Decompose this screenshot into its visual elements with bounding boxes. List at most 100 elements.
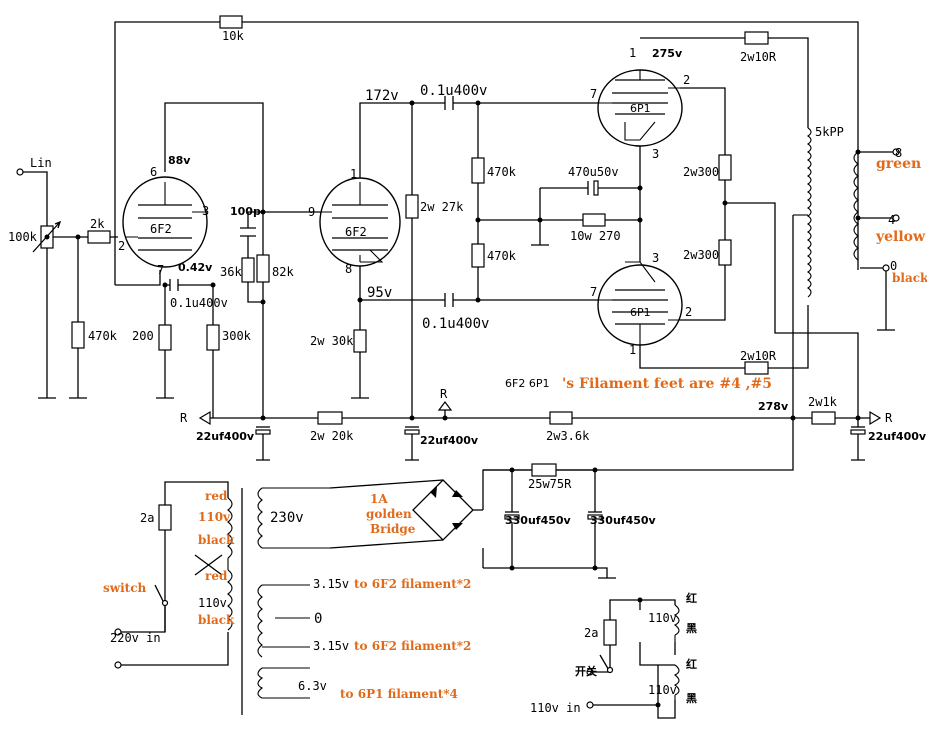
label-c-top: 0.1u400v (420, 83, 487, 99)
label-110v-1: 110v (198, 510, 231, 524)
label-c-100p: 100p (230, 205, 261, 218)
label-r-right: R (885, 411, 893, 425)
label-v3-name: 6P1 (630, 102, 651, 115)
label-3-15v-a: 3.15v (313, 577, 349, 591)
label-v4-pin3: 3 (652, 251, 659, 265)
label-v3-pin3: 3 (652, 147, 659, 161)
label-r-300k: 300k (222, 329, 252, 343)
label-c-bot: 0.1u400v (422, 316, 489, 332)
capacitors (169, 96, 866, 520)
label-filament-note: 's Filament feet are #4 ,#5 (562, 376, 772, 392)
label-v2-pin8: 8 (345, 262, 352, 276)
label-r-25w75: 25w75R (528, 477, 572, 491)
label-r-in: 2k (90, 217, 105, 231)
label-out-yellow: yellow (875, 229, 926, 245)
label-cn-black-2: 黑 (686, 692, 697, 705)
label-fil-b: to 6F2 filament*2 (354, 639, 471, 653)
label-fuse-220: 2a (140, 511, 154, 525)
label-mains-110: 110v in (530, 701, 581, 715)
label-v4-pin1: 1 (629, 343, 636, 357)
label-pot: 100k (8, 230, 38, 244)
label-v3-275v: 275v (652, 47, 683, 60)
ground-symbols (38, 244, 895, 579)
label-black-2: black (198, 613, 235, 627)
tube-v4 (597, 261, 683, 346)
output-transformer (793, 127, 859, 298)
label-v1-042v: 0.42v (178, 261, 213, 274)
label-r-30k: 2w 30k (310, 334, 354, 348)
label-bridge-golden: golden (366, 507, 412, 521)
label-r-feedback: 10k (222, 29, 244, 43)
label-r-270: 10w 270 (570, 229, 621, 243)
label-line-in: Lin (30, 156, 52, 170)
switches (154, 584, 614, 674)
label-fuse-110: 2a (584, 626, 598, 640)
label-r-2w10r-b: 2w10R (740, 349, 777, 363)
label-110v-2: 110v (198, 596, 227, 610)
label-r-27k: 2w 27k (420, 200, 464, 214)
label-out-0: 0 (890, 259, 897, 273)
power-transformer (194, 487, 330, 715)
label-out-green: green (876, 156, 921, 172)
label-c-22u-2: 22uf400v (420, 434, 479, 447)
label-230v: 230v (270, 510, 304, 526)
label-r-470k-a: 470k (487, 165, 517, 179)
label-fil-a: to 6F2 filament*2 (354, 577, 471, 591)
label-black-1: black (198, 533, 235, 547)
label-output-transformer: 5kPP (815, 125, 844, 139)
label-out-8: 8 (895, 146, 902, 160)
label-v3-pin1: 1 (629, 46, 636, 60)
label-r-2w10r-a: 2w10R (740, 50, 777, 64)
label-v1-pin6: 6 (150, 165, 157, 179)
label-3-15v-b: 3.15v (313, 639, 349, 653)
label-v3-pin2: 2 (683, 73, 690, 87)
label-r-left: R (180, 411, 188, 425)
label-95v: 95v (367, 285, 392, 301)
label-v2-name: 6F2 (345, 225, 367, 239)
label-c-470u: 470u50v (568, 165, 619, 179)
label-cn-red-2: 红 (686, 657, 697, 671)
label-r-3-6k: 2w3.6k (546, 429, 590, 443)
label-v4-pin2: 2 (685, 305, 692, 319)
bridge-rectifier (329, 479, 483, 549)
label-r-20k: 2w 20k (310, 429, 354, 443)
label-out-4: 4 (888, 213, 895, 227)
label-cn-black-1: 黑 (686, 622, 697, 635)
label-r-82k: 82k (272, 265, 294, 279)
label-r-grid1: 470k (88, 329, 118, 343)
label-6-3v: 6.3v (298, 679, 327, 693)
label-v1-pin3: 3 (202, 204, 209, 218)
label-v4-pin7: 7 (590, 285, 597, 299)
label-172v: 172v (365, 88, 399, 104)
label-fil-c: to 6P1 filament*4 (340, 687, 458, 701)
mains-110-transformer (673, 604, 680, 700)
label-c-22u-3: 22uf400v (868, 430, 927, 443)
resistors (71, 15, 836, 646)
label-v2-pin1: 1 (350, 167, 357, 181)
label-bridge-1a: 1A (370, 492, 388, 506)
label-r-36k: 36k (220, 265, 242, 279)
label-v1-name: 6F2 (150, 222, 172, 236)
label-c-22u-1: 22uf400v (196, 430, 255, 443)
tube-v3 (597, 69, 683, 147)
label-c-330-a: 330uf450v (505, 514, 572, 527)
label-r-2w300-a: 2w300 (683, 165, 719, 179)
label-v3-pin7: 7 (590, 87, 597, 101)
label-c-bypass: 0.1u400v (170, 296, 228, 310)
label-mains-220: 220v in (110, 631, 161, 645)
label-v1-pin7: 7 (157, 263, 164, 277)
label-v2-pin9: 9 (308, 205, 315, 219)
terminals (16, 148, 900, 709)
label-278v: 278v (758, 400, 789, 413)
label-r-2w300-b: 2w300 (683, 248, 719, 262)
label-110v-4: 110v (648, 683, 677, 697)
label-r-1k: 2w1k (808, 395, 838, 409)
labels: 10k Lin 100k 2k 470k 6 88v 3 2 7 6F2 0.4… (8, 29, 927, 715)
tube-v2 (319, 177, 401, 267)
label-r-mid: R (440, 387, 448, 401)
label-v1-pin2: 2 (118, 239, 125, 253)
tube-v1 (122, 176, 208, 268)
label-v4-name: 6P1 (630, 306, 651, 319)
label-cn-red-1: 红 (686, 591, 697, 605)
